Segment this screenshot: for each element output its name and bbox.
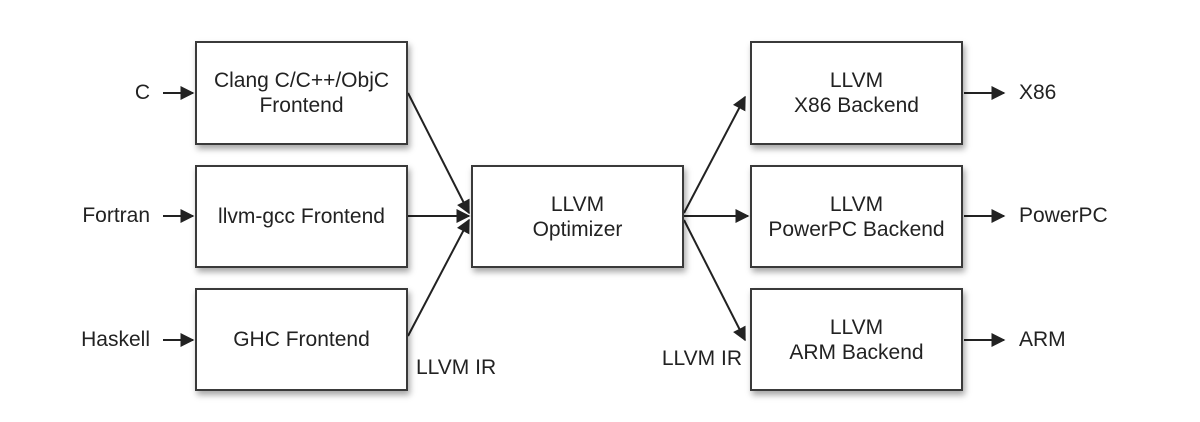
optimizer-line2: Optimizer (532, 217, 623, 241)
arm-backend-line1: LLVM (829, 315, 884, 339)
x86-backend-box: LLVM X86 Backend (750, 41, 963, 145)
x86-backend-line2: X86 Backend (794, 94, 919, 117)
arm-backend-line2: ARM Backend (789, 340, 924, 364)
llvm-optimizer-box: LLVM Optimizer (471, 165, 684, 268)
arm-backend-box: LLVM ARM Backend (750, 288, 963, 391)
clang-frontend-line2: Frontend (259, 94, 344, 117)
powerpc-backend-line1: LLVM (829, 192, 884, 216)
ghc-frontend-box: GHC Frontend (195, 288, 408, 391)
input-label-haskell: Haskell (81, 328, 150, 351)
llvm-gcc-frontend-box: llvm-gcc Frontend (195, 165, 408, 268)
ghc-frontend-line1: GHC Frontend (233, 328, 370, 351)
clang-frontend-line1: Clang C/C++/ObjC (213, 69, 390, 92)
powerpc-backend-box: LLVM PowerPC Backend (750, 165, 963, 268)
output-label-x86: X86 (1019, 81, 1057, 104)
arrow-optimizer-to-x86-backend (683, 95, 746, 214)
output-label-powerpc: PowerPC (1019, 204, 1108, 227)
clang-frontend-box: Clang C/C++/ObjC Frontend (195, 41, 408, 145)
arrow-clang-to-optimizer (407, 92, 470, 215)
ir-label-right: LLVM IR (661, 347, 742, 370)
ir-label-left: LLVM IR (416, 356, 497, 379)
llvm-gcc-frontend-line1: llvm-gcc Frontend (218, 205, 385, 228)
powerpc-backend-line2: PowerPC Backend (768, 217, 945, 241)
arrow-optimizer-to-arm-backend (683, 219, 746, 342)
input-label-fortran: Fortran (82, 204, 150, 227)
x86-backend-line1: LLVM (829, 69, 884, 92)
optimizer-line1: LLVM (550, 192, 605, 216)
output-label-arm: ARM (1019, 328, 1066, 351)
arrow-ghc-to-optimizer (407, 218, 470, 337)
input-label-c: C (134, 81, 150, 104)
